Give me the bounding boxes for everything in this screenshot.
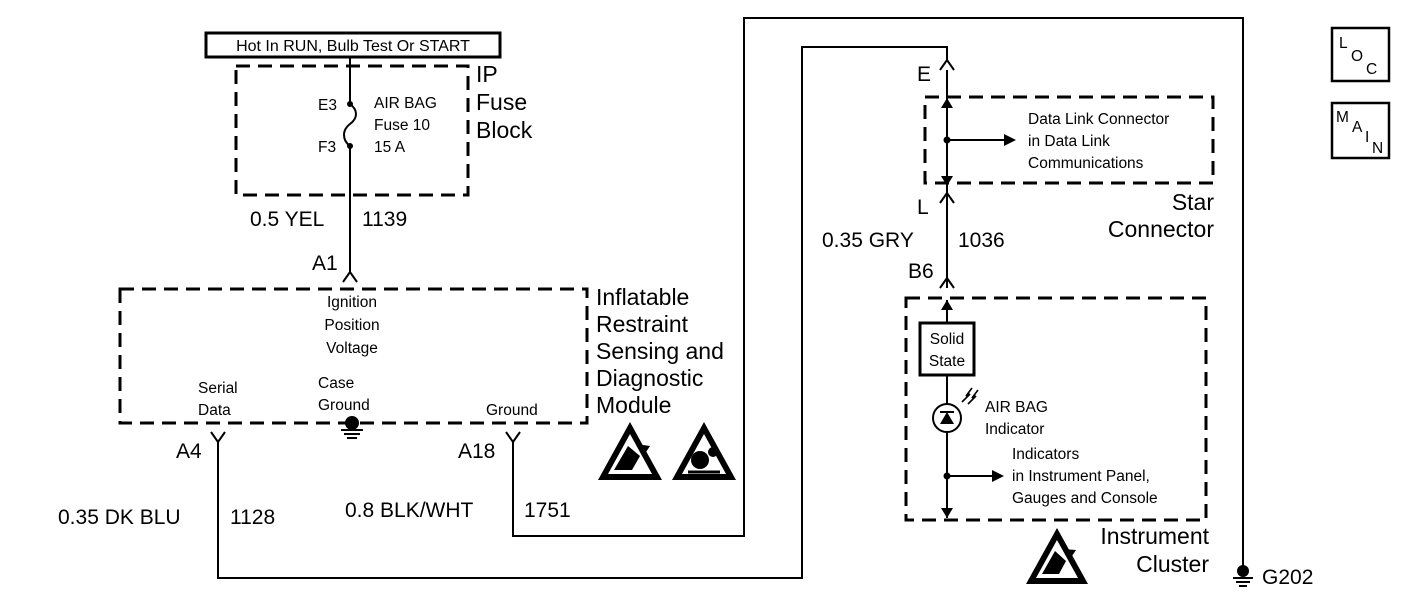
main-button[interactable]: M A I N [1330,101,1391,160]
sdm-name-3: Sensing and [596,338,724,364]
loc-button[interactable]: L O C [1330,26,1391,83]
fuse-symbol [343,103,357,147]
pin-a18-label: A18 [458,440,495,463]
sdm-case-2: Ground [318,397,370,414]
sdm-ignition-3: Voltage [326,340,378,357]
main-letter-m: M [1336,109,1349,126]
fuse-block-title-2: Fuse [476,89,527,115]
wire-1751-circuit: 1751 [524,499,571,522]
connector-a1 [342,270,358,283]
wire-1128-color: 0.35 DK BLU [58,506,181,529]
fuse-block-title-3: Block [476,117,533,143]
cluster-name-1: Instrument [1100,523,1209,549]
sdm-case-1: Case [318,375,354,392]
dlc-label-3: Communications [1028,155,1144,172]
connector-l [939,191,955,204]
connector-a4 [210,431,226,444]
star-name-1: Star [1172,189,1215,215]
lamp-label-2: Indicator [985,421,1044,438]
solid-state-1: Solid [930,331,964,348]
case-ground-icon [341,416,363,439]
indicators-branch-arrow [992,470,1004,482]
wire-1139-circuit: 1139 [362,208,407,231]
pin-a1-label: A1 [312,252,338,275]
fuse-terminal-e3 [347,101,353,107]
sdm-name-2: Restraint [596,311,689,337]
sdm-name-4: Diagnostic [596,365,703,391]
pin-e-label: E [917,63,931,86]
power-source-label: Hot In RUN, Bulb Test Or START [236,38,470,55]
solid-state-box [918,321,976,377]
fuse-terminal-f3 [347,143,353,149]
airbag-deployment-icon [672,422,736,480]
ground-g202-icon [1233,565,1253,587]
sdm-ground-label: Ground [486,402,538,419]
fuse-term-bottom-label: F3 [318,139,336,156]
star-connector-outline [923,95,1215,185]
fuse-label-2: Fuse 10 [374,117,430,134]
wire-1036-circuit: 1036 [958,229,1005,252]
loc-letter-c: C [1366,61,1377,78]
wire-1139-color: 0.5 YEL [250,208,324,231]
cluster-name-2: Cluster [1136,551,1209,577]
connector-e [939,58,955,71]
main-letter-i: I [1365,129,1369,146]
sdm-module-outline [118,287,589,425]
dlc-label-2: in Data Link [1028,133,1110,150]
wire-1036-color: 0.35 GRY [822,229,914,252]
cluster-output-arrow [941,508,953,518]
loc-letter-l: L [1339,35,1348,52]
wire-1128 [217,46,948,579]
fuse-label-3: 15 A [374,139,406,156]
pin-a4-label: A4 [176,440,202,463]
lamp-label-1: AIR BAG [985,399,1048,416]
wire-1751 [512,17,1244,568]
indicators-label-1: Indicators [1012,446,1079,463]
indicators-label-3: Gauges and Console [1012,490,1158,507]
instrument-cluster-outline [904,296,1208,522]
power-source-box: Hot In RUN, Bulb Test Or START [204,31,502,59]
ground-g202-label: G202 [1262,566,1313,589]
indicators-label-2: in Instrument Panel, [1012,468,1150,485]
pin-l-label: L [917,196,929,219]
dlc-branch-arrow [1004,134,1016,146]
connector-b6 [939,276,955,289]
fuse-term-top-label: E3 [318,97,337,114]
sdm-serial-1: Serial [198,380,238,397]
esd-sensitive-icon [1026,528,1088,584]
sdm-ignition-1: Ignition [327,294,377,311]
fuse-block-title-1: IP [476,61,498,87]
main-letter-a: A [1352,119,1363,136]
esd-sensitive-icon [598,422,662,480]
ip-fuse-block-outline [234,64,470,197]
pin-b6-label: B6 [908,260,934,283]
loc-letter-o: O [1351,48,1363,65]
wire-1128-circuit: 1128 [230,506,275,529]
led-indicator-icon [932,387,979,433]
sdm-ignition-2: Position [324,317,379,334]
sdm-serial-2: Data [198,402,231,419]
main-letter-n: N [1372,140,1383,157]
fuse-label-1: AIR BAG [374,95,437,112]
sdm-name-5: Module [596,392,671,418]
star-bus-arrows [941,98,953,186]
sdm-name-1: Inflatable [596,284,689,310]
cluster-input-arrow [941,300,953,310]
star-name-2: Connector [1108,216,1214,242]
dlc-label-1: Data Link Connector [1028,111,1169,128]
solid-state-2: State [929,353,965,370]
wire-1751-color: 0.8 BLK/WHT [345,499,474,522]
connector-a18 [505,431,521,444]
